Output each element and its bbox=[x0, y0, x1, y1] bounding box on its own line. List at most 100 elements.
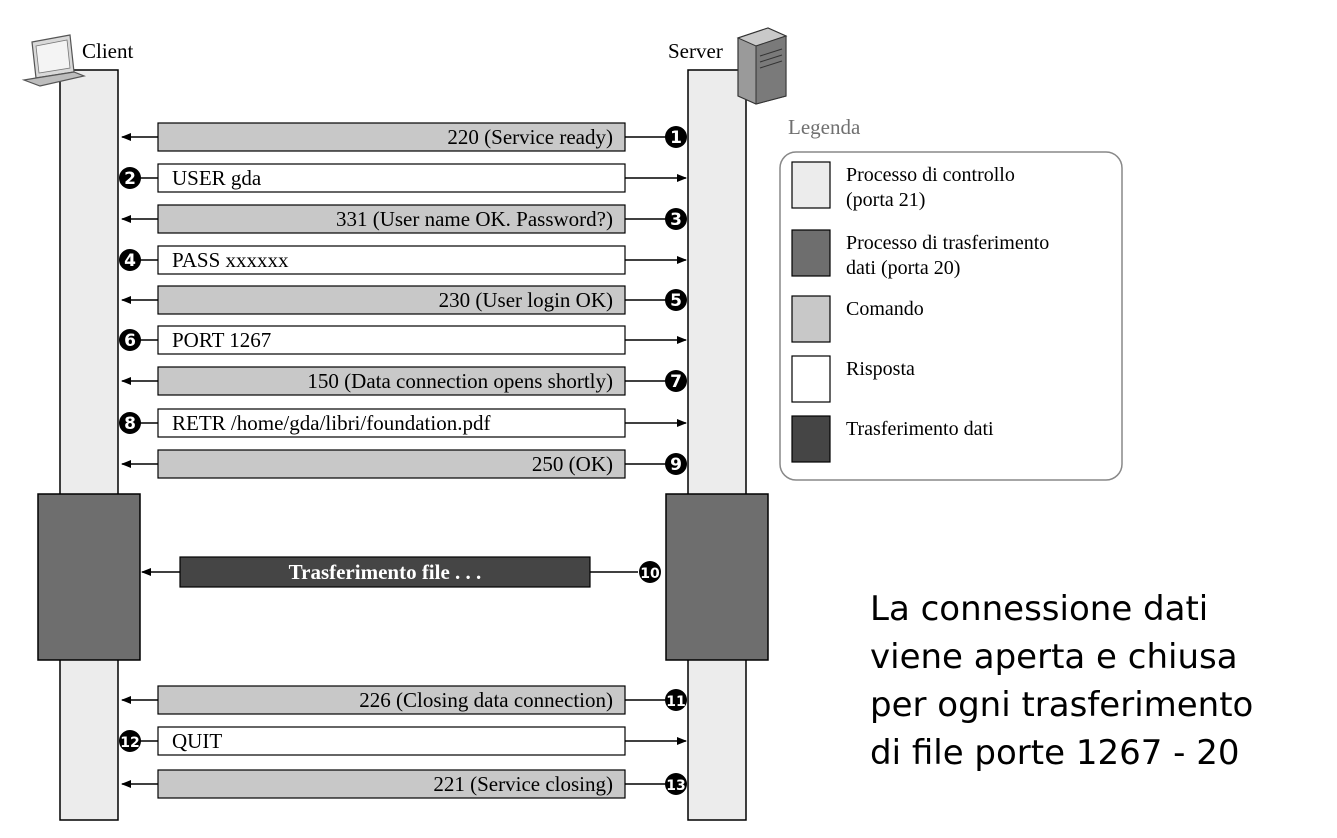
message-8: RETR /home/gda/libri/foundation.pdf 8 bbox=[119, 408, 687, 438]
legend-item: Risposta bbox=[791, 355, 915, 403]
legend-item: Comando bbox=[791, 295, 924, 343]
message-text: PORT 1267 bbox=[172, 328, 271, 352]
server-icon bbox=[736, 27, 788, 105]
message-text: 331 (User name OK. Password?) bbox=[336, 207, 613, 231]
legend-label: (porta 21) bbox=[846, 189, 925, 211]
step-number-badge: 8 bbox=[119, 412, 141, 434]
message-10: Trasferimento file . . . 10 bbox=[141, 556, 661, 588]
message-box bbox=[157, 285, 626, 315]
step-number-badge: 13 bbox=[665, 773, 687, 795]
message-6: PORT 1267 6 bbox=[119, 325, 687, 355]
message-box bbox=[157, 163, 626, 193]
message-box bbox=[157, 449, 626, 479]
message-box bbox=[157, 245, 626, 275]
note-line: di file porte 1267 - 20 bbox=[870, 733, 1240, 773]
legend-title: Legenda bbox=[788, 115, 861, 139]
step-number: 1 bbox=[670, 128, 682, 148]
server-data-process bbox=[665, 493, 769, 661]
step-number-badge: 4 bbox=[119, 249, 141, 271]
message-box bbox=[157, 726, 626, 756]
message-7: 150 (Data connection opens shortly) 7 bbox=[121, 366, 687, 396]
step-number-badge: 11 bbox=[665, 689, 687, 711]
message-box bbox=[157, 122, 626, 152]
message-5: 230 (User login OK) 5 bbox=[121, 285, 687, 315]
step-number-badge: 12 bbox=[119, 730, 141, 752]
step-number: 2 bbox=[124, 169, 136, 189]
legend-swatch bbox=[791, 295, 831, 343]
message-3: 331 (User name OK. Password?) 3 bbox=[121, 204, 687, 234]
step-number-badge: 5 bbox=[665, 289, 687, 311]
step-number-badge: 7 bbox=[665, 370, 687, 392]
legend-swatch bbox=[791, 415, 831, 463]
client-control-lifeline bbox=[59, 69, 119, 821]
step-number: 11 bbox=[666, 694, 685, 710]
legend-item: Processo di trasferimento dati (porta 20) bbox=[791, 229, 1049, 279]
step-number: 13 bbox=[666, 778, 685, 794]
note-line: per ogni trasferimento bbox=[870, 685, 1253, 725]
note-text: La connessione dati viene aperta e chiusa… bbox=[870, 589, 1253, 773]
step-number: 4 bbox=[124, 251, 136, 271]
step-number-badge: 9 bbox=[665, 453, 687, 475]
step-number: 3 bbox=[670, 210, 682, 230]
legend-label: Processo di trasferimento bbox=[846, 232, 1049, 254]
message-text: 226 (Closing data connection) bbox=[359, 688, 613, 712]
message-box bbox=[157, 366, 626, 396]
message-text: 250 (OK) bbox=[532, 452, 613, 476]
message-12: QUIT 12 bbox=[119, 726, 687, 756]
step-number: 9 bbox=[670, 455, 682, 475]
client-data-process bbox=[37, 493, 141, 661]
message-box bbox=[157, 408, 626, 438]
message-13: 221 (Service closing) 13 bbox=[121, 769, 687, 799]
step-number-badge: 10 bbox=[639, 561, 661, 583]
message-text: 150 (Data connection opens shortly) bbox=[307, 369, 613, 393]
step-number-badge: 3 bbox=[665, 208, 687, 230]
legend-label: Trasferimento dati bbox=[846, 418, 994, 440]
message-box bbox=[157, 204, 626, 234]
message-2: USER gda 2 bbox=[119, 163, 687, 193]
step-number: 6 bbox=[124, 331, 136, 351]
legend-label: dati (porta 20) bbox=[846, 257, 960, 279]
note-line: La connessione dati bbox=[870, 589, 1208, 629]
message-9: 250 (OK) 9 bbox=[121, 449, 687, 479]
step-number: 7 bbox=[670, 372, 682, 392]
legend-swatch bbox=[791, 355, 831, 403]
step-number: 8 bbox=[124, 414, 136, 434]
message-text: 230 (User login OK) bbox=[439, 288, 613, 312]
legend-items: Processo di controllo(porta 21)Processo … bbox=[791, 161, 1049, 463]
message-text: QUIT bbox=[172, 729, 222, 753]
legend-swatch bbox=[791, 229, 831, 277]
legend-box bbox=[779, 151, 1123, 481]
message-text: PASS xxxxxx bbox=[172, 248, 289, 272]
message-1: 220 (Service ready) 1 bbox=[121, 122, 687, 152]
step-number: 10 bbox=[640, 566, 660, 582]
legend-swatch bbox=[791, 161, 831, 209]
message-box bbox=[179, 556, 591, 588]
step-number-badge: 2 bbox=[119, 167, 141, 189]
legend-label: Risposta bbox=[846, 358, 915, 380]
server-label: Server bbox=[668, 39, 723, 63]
note-line: viene aperta e chiusa bbox=[870, 637, 1238, 677]
client-label: Client bbox=[82, 39, 133, 63]
step-number-badge: 6 bbox=[119, 329, 141, 351]
message-11: 226 (Closing data connection) 11 bbox=[121, 685, 687, 715]
legend-label: Comando bbox=[846, 298, 924, 320]
message-text: RETR /home/gda/libri/foundation.pdf bbox=[172, 411, 490, 435]
legend-item: Trasferimento dati bbox=[791, 415, 994, 463]
server-control-lifeline bbox=[687, 69, 747, 821]
message-box bbox=[157, 685, 626, 715]
step-number-badge: 1 bbox=[665, 126, 687, 148]
laptop-icon bbox=[21, 34, 87, 87]
message-text: Trasferimento file . . . bbox=[289, 560, 482, 584]
legend-label: Processo di controllo bbox=[846, 164, 1015, 186]
message-box bbox=[157, 325, 626, 355]
message-text: 221 (Service closing) bbox=[433, 772, 613, 796]
message-text: 220 (Service ready) bbox=[447, 125, 613, 149]
step-number: 5 bbox=[670, 291, 682, 311]
message-4: PASS xxxxxx 4 bbox=[119, 245, 687, 275]
legend-item: Processo di controllo (porta 21) bbox=[791, 161, 1015, 211]
step-number: 12 bbox=[120, 735, 139, 751]
message-box bbox=[157, 769, 626, 799]
message-text: USER gda bbox=[172, 166, 262, 190]
